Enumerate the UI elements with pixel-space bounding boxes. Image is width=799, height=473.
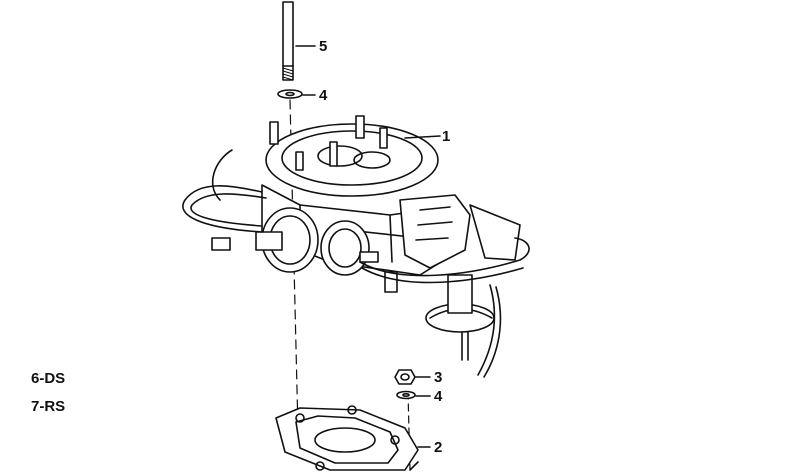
nut-part-3 (394, 369, 431, 385)
callout-1: 1 (442, 128, 451, 145)
callout-2: 2 (434, 439, 443, 456)
callout-4-top: 4 (319, 87, 328, 104)
legend-item-7: 7-RS (31, 398, 66, 415)
vacuum-hoses (182, 149, 530, 378)
callout-5: 5 (319, 38, 328, 55)
washer-part-4-top (277, 89, 316, 99)
callout-3: 3 (434, 369, 443, 386)
carburetor-body-part-1 (211, 115, 521, 333)
leader-line-1 (404, 135, 441, 139)
legend-item-6: 6-DS (31, 370, 66, 387)
callout-4-bottom: 4 (434, 388, 443, 405)
stud-bolt-part-5 (282, 1, 316, 81)
washer-part-4-bottom (396, 390, 431, 400)
gasket-part-2 (275, 405, 431, 471)
